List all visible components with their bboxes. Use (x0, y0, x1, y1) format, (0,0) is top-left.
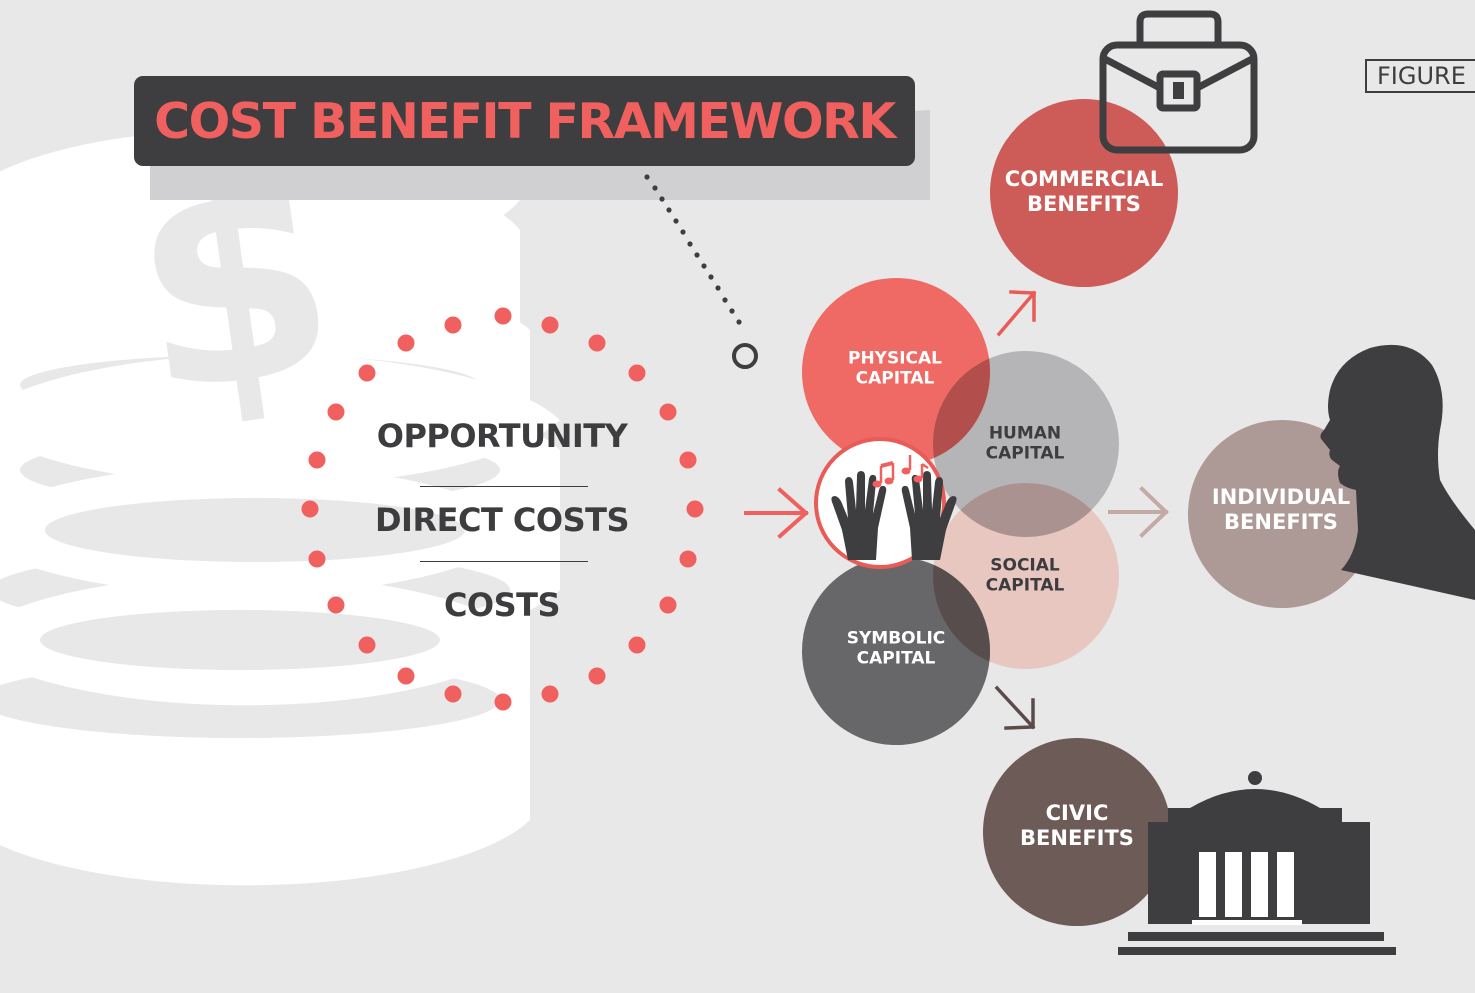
title-banner: COST BENEFIT FRAMEWORK (134, 76, 915, 166)
individual-benefits-label: INDIVIDUAL BENEFITS (1211, 484, 1351, 534)
page-title: COST BENEFIT FRAMEWORK (154, 92, 896, 150)
civic-benefits-circle (983, 738, 1171, 926)
cost-direct: DIRECT COSTS (374, 501, 630, 539)
social-capital-label: SOCIAL CAPITAL (985, 555, 1065, 596)
cost-ring (301, 307, 704, 711)
human-capital-label: HUMAN CAPITAL (985, 423, 1065, 464)
civic-arrow (994, 685, 1036, 730)
figure-label: FIGURE (1365, 59, 1475, 93)
cost-opportunity: OPPORTUNITY (376, 417, 628, 455)
input-arrow (744, 487, 810, 539)
commercial-arrow (996, 290, 1037, 337)
connector-end-icon (732, 343, 758, 369)
briefcase-icon (1099, 10, 1258, 154)
dollar-coins-icon: $ (0, 109, 560, 886)
commercial-benefits-label: COMMERCIAL BENEFITS (1004, 166, 1164, 216)
human-head-icon (1320, 344, 1475, 600)
connector-line (644, 174, 742, 325)
individual-arrow (1108, 486, 1169, 538)
civic-benefits-label: CIVIC BENEFITS (1020, 800, 1134, 850)
physical-capital-label: PHYSICAL CAPITAL (847, 348, 943, 389)
civic-building-icon (1118, 771, 1396, 955)
individual-benefits-circle (1188, 420, 1376, 608)
raised-hands-icon (814, 437, 957, 569)
music-notes-icon (872, 455, 929, 488)
cost-divider-1 (420, 486, 588, 487)
commercial-benefits-circle (990, 99, 1178, 287)
cost-divider-2 (420, 561, 588, 562)
symbolic-capital-label: SYMBOLIC CAPITAL (846, 628, 946, 669)
cost-costs: COSTS (443, 586, 561, 624)
